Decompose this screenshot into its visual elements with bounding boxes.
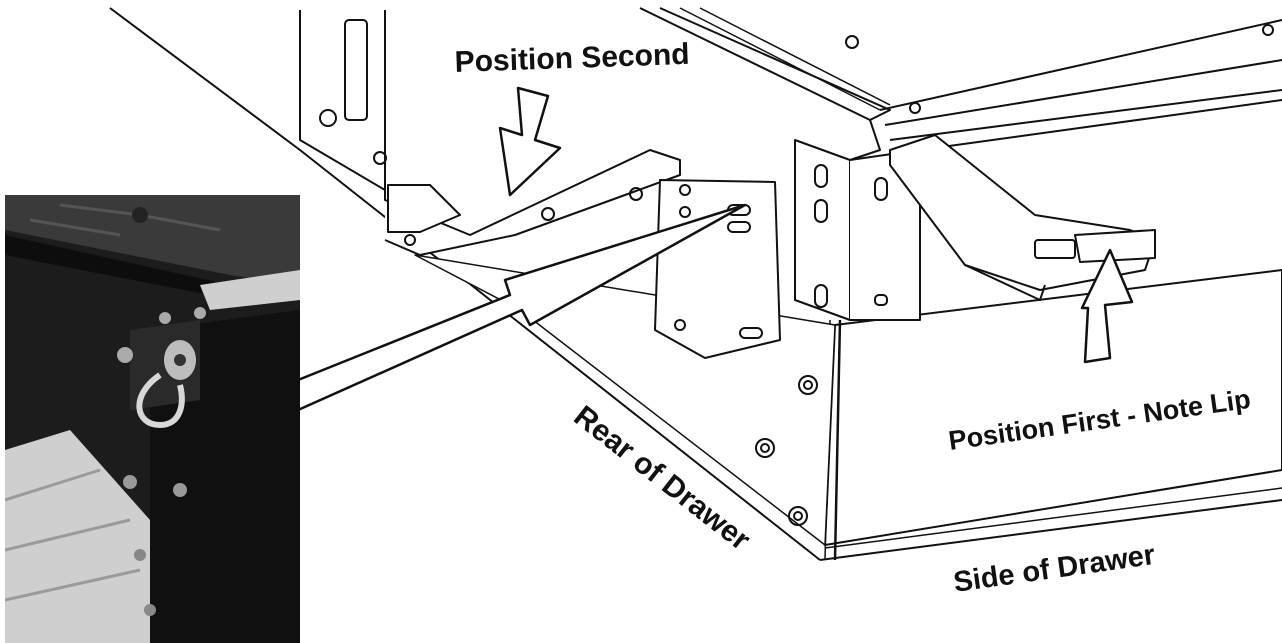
arrows <box>296 86 1134 412</box>
rear-bracket <box>299 10 386 191</box>
drawer-side-edge <box>819 499 1282 561</box>
label-side-of-drawer: Side of Drawer <box>952 539 1158 599</box>
arrow-callout <box>296 203 747 412</box>
top-rail-side <box>879 19 1282 111</box>
arrow-position-first <box>1080 248 1134 364</box>
corner-post <box>794 139 851 321</box>
drawer-rear-edge <box>109 7 821 561</box>
label-position-second: Position Second <box>454 38 690 79</box>
top-rail-rear <box>639 7 891 121</box>
inset-photo <box>5 195 300 643</box>
arrow-position-second <box>498 86 562 197</box>
